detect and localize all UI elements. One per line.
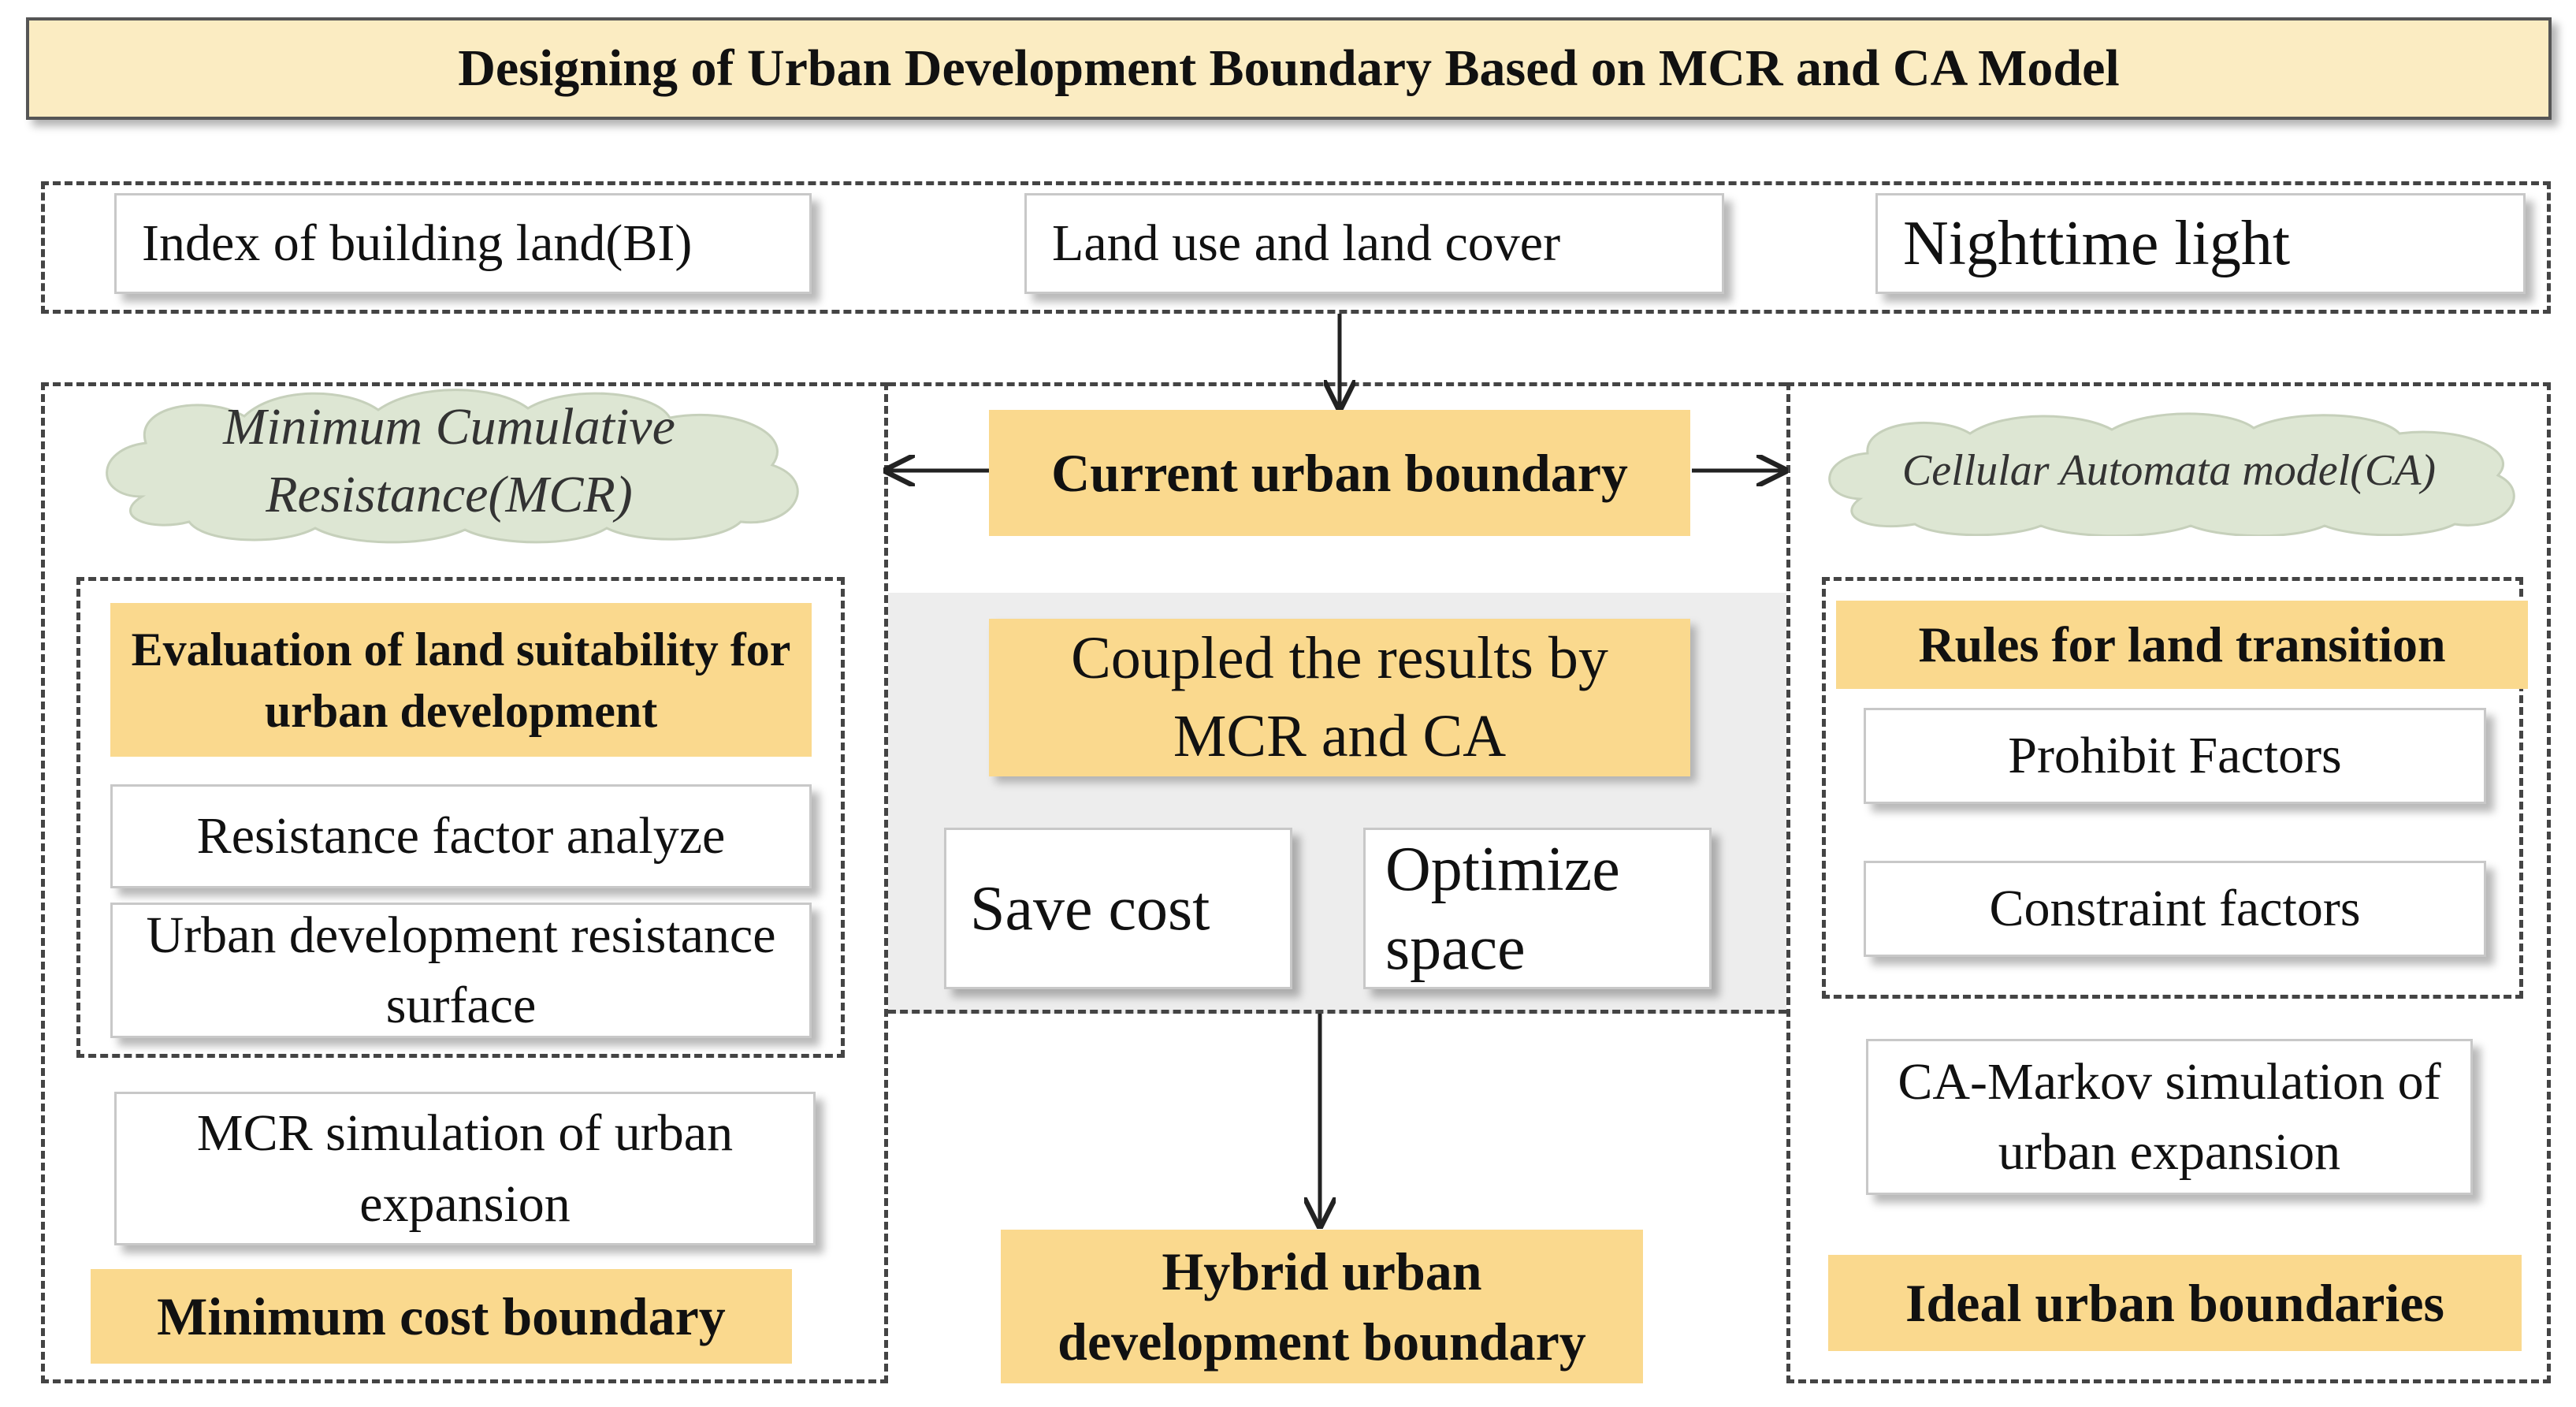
building-land-index-label: Index of building land(BI) xyxy=(142,214,693,273)
mcr-simulation-box: MCR simulation of urban expansion xyxy=(114,1092,816,1245)
ca-markov-simulation-box: CA-Markov simulation of urban expansion xyxy=(1866,1039,2473,1195)
ca-rules-group xyxy=(1822,577,2523,999)
land-transition-rules-box: Rules for land transition xyxy=(1836,601,2528,689)
land-suitability-evaluation-box: Evaluation of land suitability for urban… xyxy=(110,603,812,757)
nighttime-light-label: Nighttime light xyxy=(1903,209,2291,278)
input-data-group xyxy=(41,181,2551,314)
land-use-cover-box: Land use and land cover xyxy=(1024,193,1724,294)
land-use-cover-label: Land use and land cover xyxy=(1052,214,1561,273)
save-cost-box: Save cost xyxy=(944,828,1292,989)
ca-cloud-shape xyxy=(1828,412,2515,536)
resistance-factor-box: Resistance factor analyze xyxy=(110,784,812,888)
ca-cloud-label: Cellular Automata model(CA) xyxy=(1901,445,2437,495)
resistance-factor-label: Resistance factor analyze xyxy=(196,807,726,865)
building-land-index-box: Index of building land(BI) xyxy=(114,193,812,294)
save-cost-label: Save cost xyxy=(970,873,1210,944)
mcr-group xyxy=(41,382,888,1383)
mcr-simulation-label: MCR simulation of urban expansion xyxy=(196,1104,734,1233)
mcr-evaluation-group xyxy=(76,577,845,1058)
hybrid-boundary-box: Hybrid urban development boundary xyxy=(1001,1230,1643,1383)
minimum-cost-boundary-box: Minimum cost boundary xyxy=(91,1269,792,1364)
ca-group xyxy=(1786,382,2551,1383)
prohibit-factors-box: Prohibit Factors xyxy=(1864,708,2486,804)
current-urban-boundary-box: Current urban boundary xyxy=(989,410,1690,536)
diagram-title: Designing of Urban Development Boundary … xyxy=(26,17,2552,120)
ideal-urban-boundaries-box: Ideal urban boundaries xyxy=(1828,1255,2522,1351)
hybrid-boundary-label: Hybrid urban development boundary xyxy=(1058,1241,1586,1372)
land-suitability-evaluation-label: Evaluation of land suitability for urban… xyxy=(131,623,791,737)
mcr-cloud-label: Minimum Cumulative Resistance(MCR) xyxy=(223,398,675,523)
optimize-space-box: Optimize space xyxy=(1363,828,1712,989)
coupled-results-label: Coupled the results by MCR and CA xyxy=(1071,625,1608,769)
nighttime-light-box: Nighttime light xyxy=(1875,193,2526,294)
coupled-results-box: Coupled the results by MCR and CA xyxy=(989,619,1690,776)
land-transition-rules-label: Rules for land transition xyxy=(1918,616,2446,673)
minimum-cost-boundary-label: Minimum cost boundary xyxy=(157,1286,726,1346)
resistance-surface-label: Urban development resistance surface xyxy=(146,906,776,1034)
optimize-space-label: Optimize space xyxy=(1385,834,1620,983)
mcr-cloud-shape xyxy=(106,389,799,544)
resistance-surface-box: Urban development resistance surface xyxy=(110,903,812,1038)
prohibit-factors-label: Prohibit Factors xyxy=(2008,727,2342,785)
ideal-urban-boundaries-label: Ideal urban boundaries xyxy=(1905,1272,2444,1333)
ca-markov-simulation-label: CA-Markov simulation of urban expansion xyxy=(1898,1052,2467,1181)
constraint-factors-label: Constraint factors xyxy=(1989,880,2361,938)
current-urban-boundary-label: Current urban boundary xyxy=(1051,442,1628,503)
constraint-factors-box: Constraint factors xyxy=(1864,861,2486,957)
